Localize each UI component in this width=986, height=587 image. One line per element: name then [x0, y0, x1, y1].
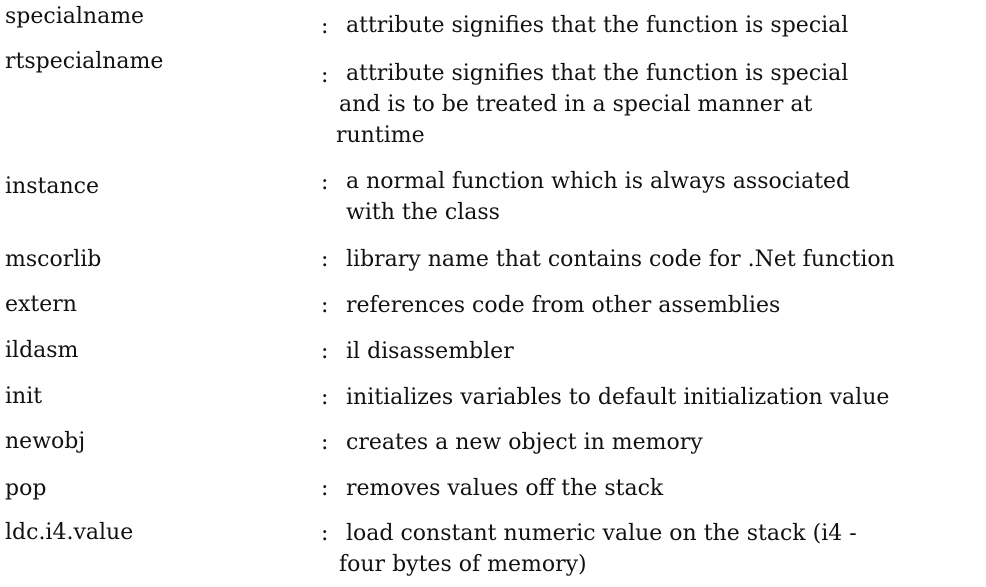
glossary-colon: :: [321, 63, 329, 88]
glossary-colon: :: [321, 293, 329, 318]
definition-line: a normal function which is always associ…: [346, 169, 851, 194]
glossary-term: ildasm: [5, 338, 79, 363]
glossary-definition: load constant numeric value on the stack…: [339, 518, 857, 580]
glossary-definition: attribute signifies that the function is…: [336, 58, 849, 151]
glossary-definition: library name that contains code for .Net…: [346, 244, 895, 275]
definition-line: references code from other assemblies: [346, 293, 781, 318]
glossary-colon: :: [321, 385, 329, 410]
glossary-colon: :: [321, 339, 329, 364]
glossary-term: specialname: [5, 4, 145, 29]
glossary-definition: creates a new object in memory: [346, 427, 703, 458]
definition-line: creates a new object in memory: [346, 430, 703, 455]
glossary-term: extern: [5, 292, 77, 317]
glossary-definition: attribute signifies that the function is…: [346, 10, 848, 41]
definition-line: and is to be treated in a special manner…: [339, 92, 813, 117]
glossary-colon: :: [321, 14, 329, 39]
glossary-definition: a normal function which is always associ…: [346, 166, 850, 228]
glossary-colon: :: [321, 476, 329, 501]
glossary-term: mscorlib: [5, 247, 102, 272]
glossary-definition: removes values off the stack: [346, 473, 663, 504]
definition-line: library name that contains code for .Net…: [346, 247, 895, 272]
definition-line: removes values off the stack: [346, 476, 664, 501]
glossary-colon: :: [321, 170, 329, 195]
glossary-colon: :: [321, 430, 329, 455]
glossary-term: newobj: [5, 429, 86, 454]
glossary-definition: references code from other assemblies: [346, 290, 780, 321]
definition-line: four bytes of memory): [339, 552, 587, 577]
definition-line: il disassembler: [346, 339, 514, 364]
glossary-definition: initializes variables to default initial…: [346, 382, 889, 413]
glossary-colon: :: [321, 247, 329, 272]
definition-line: attribute signifies that the function is…: [346, 13, 849, 38]
glossary-colon: :: [321, 521, 329, 546]
glossary-definition: il disassembler: [346, 336, 514, 367]
definition-line: runtime: [336, 123, 425, 148]
definition-line: attribute signifies that the function is…: [346, 61, 849, 86]
glossary-term: ldc.i4.value: [5, 520, 134, 545]
glossary-term: rtspecialname: [5, 49, 164, 74]
glossary-term: pop: [5, 476, 47, 501]
definition-line: load constant numeric value on the stack…: [346, 521, 857, 546]
definition-line: initializes variables to default initial…: [346, 385, 890, 410]
definition-line: with the class: [346, 200, 500, 225]
glossary-term: init: [5, 384, 43, 409]
glossary-term: instance: [5, 174, 99, 199]
